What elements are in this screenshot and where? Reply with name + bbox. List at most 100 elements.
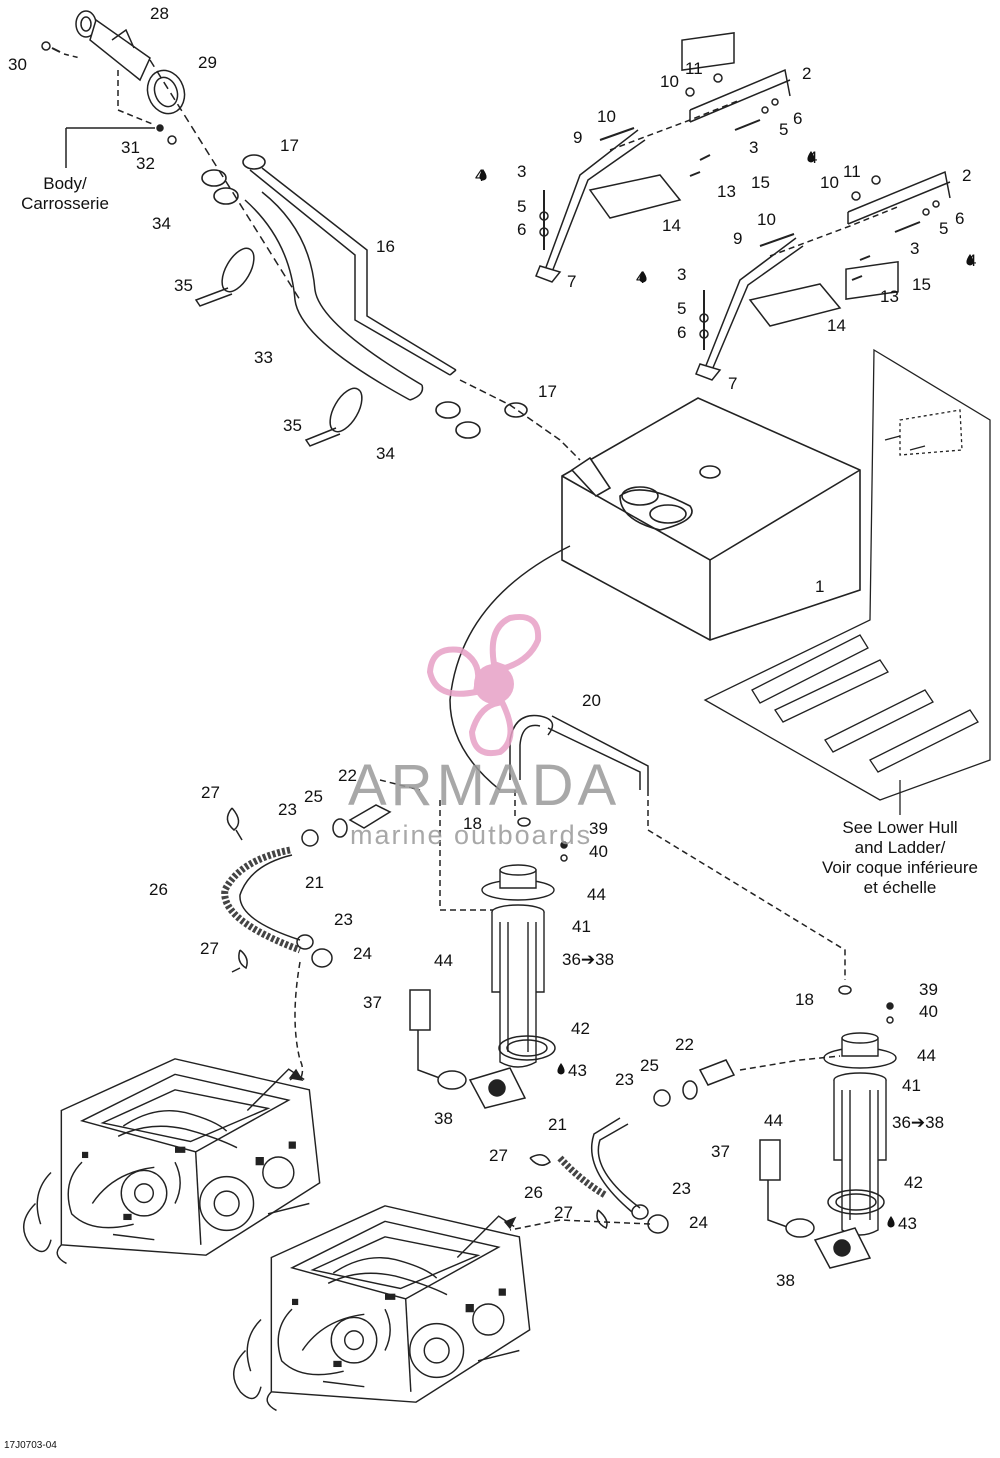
callout: 44 xyxy=(434,951,453,970)
callout: 28 xyxy=(150,4,169,23)
callout: 40 xyxy=(919,1002,938,1021)
diagram-code: 17J0703-04 xyxy=(4,1440,57,1451)
callout: 27 xyxy=(201,783,220,802)
callout: 3 xyxy=(677,265,687,284)
callout: 36➔38 xyxy=(562,950,615,969)
lubricant-drop-icon xyxy=(479,169,487,181)
callout: 14 xyxy=(827,316,846,335)
callout: 41 xyxy=(902,1076,921,1095)
callout: 40 xyxy=(589,842,608,861)
callout: 33 xyxy=(254,348,273,367)
callout: 43 xyxy=(568,1061,587,1080)
callout: 39 xyxy=(589,819,608,838)
watermark-logo xyxy=(426,614,542,756)
callout: 22 xyxy=(675,1035,694,1054)
callout: 38 xyxy=(434,1109,453,1128)
callout: 10 xyxy=(660,72,679,91)
callout: 13 xyxy=(880,287,899,306)
callout: 5 xyxy=(939,219,949,238)
callout: 37 xyxy=(363,993,382,1012)
callout: 31 xyxy=(121,138,140,157)
lubricant-drop-icon xyxy=(807,151,815,163)
callout: 17 xyxy=(280,136,299,155)
callout: 26 xyxy=(149,880,168,899)
callout: 16 xyxy=(376,237,395,256)
callout: 9 xyxy=(733,229,743,248)
callout: 3 xyxy=(517,162,527,181)
callout: 9 xyxy=(573,128,583,147)
lubricant-drop-icon xyxy=(966,254,974,266)
callout: 24 xyxy=(689,1213,708,1232)
callout: 6 xyxy=(793,109,803,128)
callout: 44 xyxy=(917,1046,936,1065)
callout: 23 xyxy=(334,910,353,929)
callout: 11 xyxy=(685,59,703,78)
callout: 29 xyxy=(198,53,217,72)
callout: 32 xyxy=(136,154,155,173)
callout: 42 xyxy=(904,1173,923,1192)
callout: 15 xyxy=(912,275,931,294)
callout: 15 xyxy=(751,173,770,192)
callout: 18 xyxy=(795,990,814,1009)
callout: 10 xyxy=(820,173,839,192)
callout: 13 xyxy=(717,182,736,201)
watermark-brand: ARMADA xyxy=(348,753,621,818)
callout: 26 xyxy=(524,1183,543,1202)
callout: 38 xyxy=(776,1271,795,1290)
lubricant-drop-icon xyxy=(639,271,647,283)
callout: 27 xyxy=(554,1203,573,1222)
hull-note-line: See Lower Hull xyxy=(842,818,958,837)
callout: 20 xyxy=(582,691,601,710)
callout: 3 xyxy=(910,239,920,258)
callout: 18 xyxy=(463,814,482,833)
callout: 10 xyxy=(597,107,616,126)
callout: 41 xyxy=(572,917,591,936)
callout: 5 xyxy=(517,197,527,216)
callout: 24 xyxy=(353,944,372,963)
callout: 17 xyxy=(538,382,557,401)
callout: 5 xyxy=(677,299,687,318)
callout: 23 xyxy=(672,1179,691,1198)
callout: 27 xyxy=(489,1146,508,1165)
lower-hull-reference-note: See Lower Hull and Ladder/ Voir coque in… xyxy=(800,818,1000,898)
callout: 2 xyxy=(962,166,972,185)
callout: 1 xyxy=(815,577,825,596)
callout: 11 xyxy=(843,162,861,181)
callout: 5 xyxy=(779,120,789,139)
callout: 2 xyxy=(802,64,812,83)
body-note-line: Body/ xyxy=(43,174,87,193)
callout: 37 xyxy=(711,1142,730,1161)
callout: 39 xyxy=(919,980,938,999)
callout: 25 xyxy=(640,1056,659,1075)
watermark-tagline: marine outboards xyxy=(350,820,593,850)
callout: 7 xyxy=(567,272,577,291)
callout: 23 xyxy=(615,1070,634,1089)
hull-note-line: et échelle xyxy=(863,878,937,897)
body-note-line: Carrosserie xyxy=(21,194,109,213)
callout: 23 xyxy=(278,800,297,819)
callout: 10 xyxy=(757,210,776,229)
callout: 14 xyxy=(662,216,681,235)
callout: 42 xyxy=(571,1019,590,1038)
callout: 21 xyxy=(548,1115,567,1134)
callout: 6 xyxy=(955,209,965,228)
callout: 36➔38 xyxy=(892,1113,945,1132)
callout: 6 xyxy=(677,323,687,342)
callout: 44 xyxy=(764,1111,783,1130)
callout: 44 xyxy=(587,885,606,904)
callout: 6 xyxy=(517,220,527,239)
callout: 25 xyxy=(304,787,323,806)
hull-note-line: Voir coque inférieure xyxy=(822,858,978,877)
callout: 22 xyxy=(338,766,357,785)
callout: 3 xyxy=(749,138,759,157)
callout: 35 xyxy=(174,276,193,295)
callout: 21 xyxy=(305,873,324,892)
callout: 27 xyxy=(200,939,219,958)
callout: 35 xyxy=(283,416,302,435)
callout: 7 xyxy=(728,374,738,393)
hull-note-line: and Ladder/ xyxy=(854,838,946,857)
body-reference-note: Body/ Carrosserie xyxy=(6,174,124,214)
callout: 43 xyxy=(898,1214,917,1233)
callout: 34 xyxy=(152,214,171,233)
